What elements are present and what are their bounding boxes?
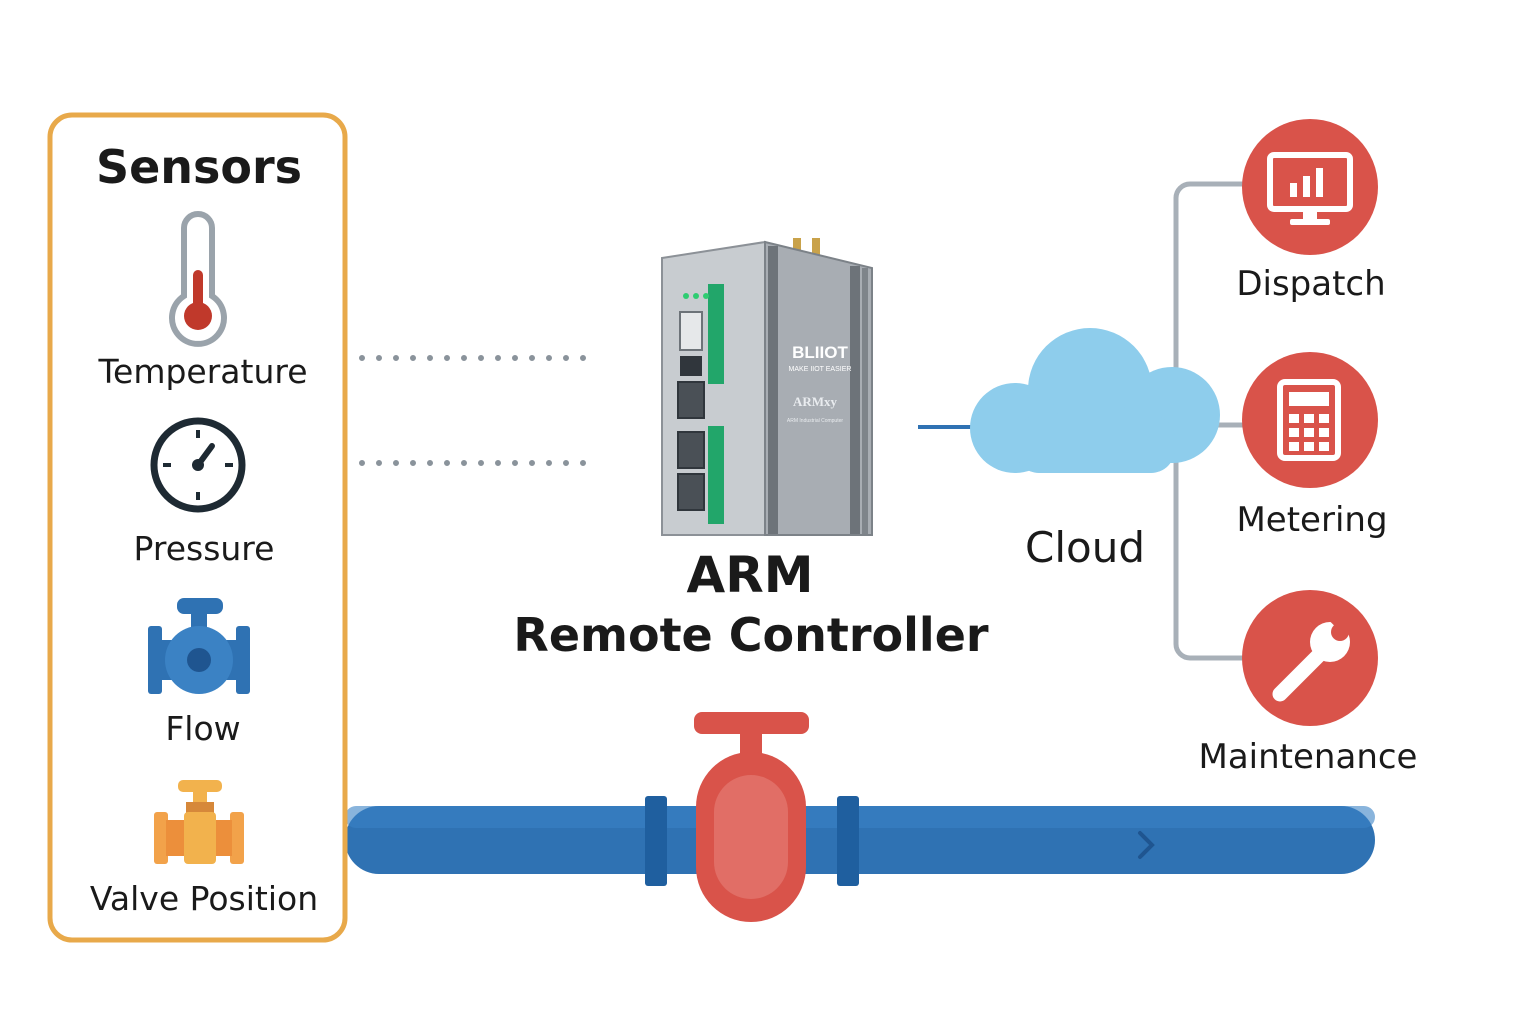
- pressure-gauge-icon: [150, 417, 246, 513]
- cloud-label: Cloud: [1025, 523, 1145, 572]
- controller-title-line1: ARM: [686, 546, 814, 604]
- valve-position-icon: [154, 780, 244, 864]
- service-label-maintenance: Maintenance: [1198, 737, 1418, 777]
- sensor-label-temperature: Temperature: [98, 352, 308, 391]
- device-subtitle-text: ARM Industrial Computer: [787, 418, 843, 424]
- device-slogan-text: MAKE IIOT EASIER: [789, 366, 852, 373]
- sensor-panel: [47, 112, 348, 943]
- service-label-dispatch: Dispatch: [1236, 264, 1386, 304]
- service-label-metering: Metering: [1236, 500, 1388, 540]
- flow-valve-icon: [148, 598, 250, 694]
- flow-direction-arrow-icon: [1138, 831, 1155, 859]
- metering-icon: [1242, 352, 1378, 488]
- arm-controller-device: BLIIOT MAKE IIOT EASIER ARMxy ARM Indust…: [661, 238, 873, 536]
- pipeline: [345, 806, 1375, 874]
- device-model-text: ARMxy: [793, 394, 838, 409]
- cloud-icon: [970, 328, 1220, 473]
- controller-title-line2: Remote Controller: [513, 608, 989, 662]
- device-brand-text: BLIIOT: [792, 343, 848, 362]
- sensor-label-pressure: Pressure: [133, 529, 275, 568]
- pipeline-valve-icon: [645, 712, 859, 922]
- thermometer-icon: [169, 211, 227, 347]
- sensor-label-valve-position: Valve Position: [89, 879, 319, 918]
- sensor-label-flow: Flow: [165, 709, 241, 748]
- sensors-title: Sensors: [95, 140, 303, 194]
- maintenance-icon: [1242, 590, 1378, 726]
- dispatch-icon: [1242, 119, 1378, 255]
